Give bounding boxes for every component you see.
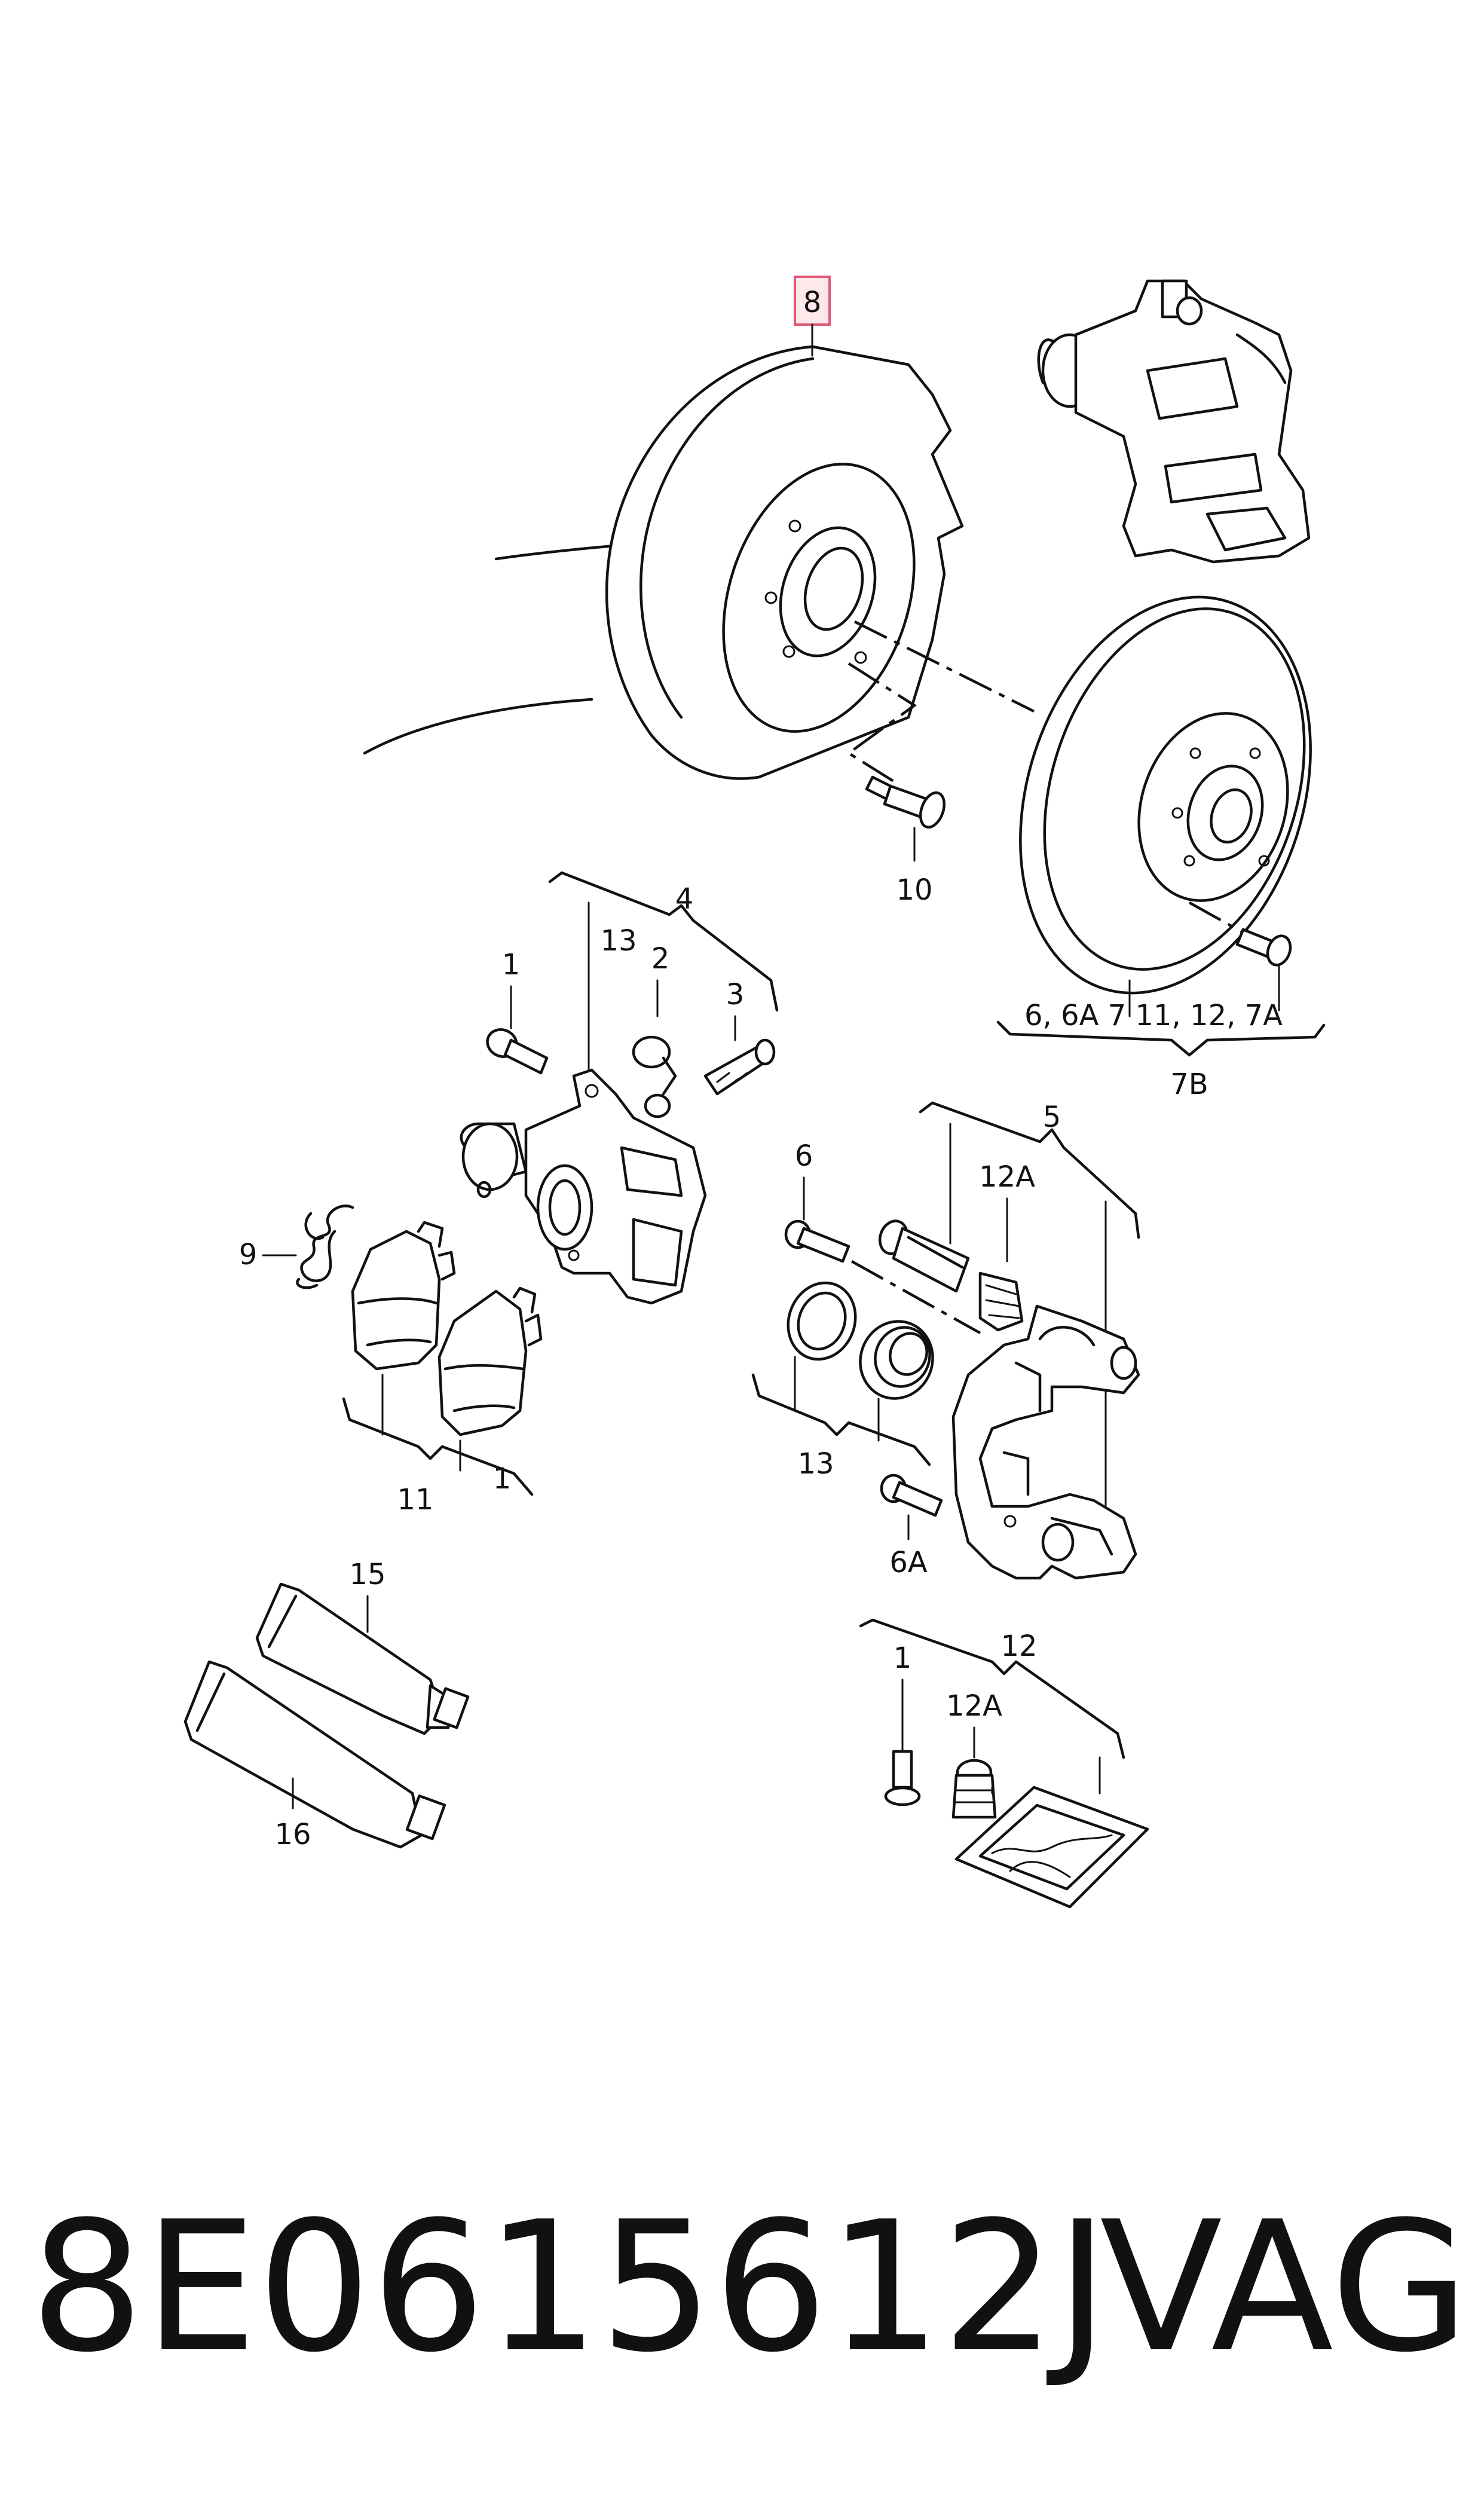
part-brake-pad-a[interactable]: [351, 1221, 456, 1371]
axis-line-bolt10: [846, 662, 917, 784]
label-1-kit: 1: [894, 1641, 912, 1675]
axis-line-hub: [853, 620, 1035, 713]
label-1-bolt: 1: [502, 948, 521, 982]
label-8: 8: [803, 286, 822, 319]
part-caliper-body[interactable]: [460, 1068, 707, 1305]
bracket-seals: [751, 1373, 931, 1466]
part-brake-pad-b[interactable]: [437, 1286, 543, 1436]
part-guide-bolt-long[interactable]: [876, 1217, 970, 1293]
part-grease-sachet[interactable]: [954, 1786, 1149, 1909]
label-1-pads: 1: [493, 1462, 512, 1496]
label-6a: 6A: [889, 1546, 928, 1579]
label-8-callout[interactable]: 8: [794, 276, 831, 357]
label-11: 11: [397, 1483, 433, 1517]
part-bleed-screw-3[interactable]: [703, 1038, 776, 1096]
label-9: 9: [239, 1238, 258, 1271]
part-seal-ring[interactable]: [778, 1273, 866, 1369]
part-dust-boot[interactable]: [849, 1311, 943, 1408]
part-caliper-carrier[interactable]: [951, 1304, 1140, 1580]
label-15: 15: [349, 1558, 385, 1591]
part-disc-screw[interactable]: [1188, 901, 1294, 1011]
label-3: 3: [726, 978, 745, 1011]
part-bolt-6a[interactable]: [880, 1473, 943, 1540]
part-kit-sleeve[interactable]: [951, 1759, 997, 1819]
part-backing-plate[interactable]: [363, 345, 964, 780]
label-4: 4: [675, 882, 694, 916]
label-16: 16: [274, 1818, 311, 1851]
part-caliper-assembled[interactable]: [1037, 279, 1311, 564]
part-spring-clip-9[interactable]: [296, 1204, 354, 1289]
part-bolt-1[interactable]: [483, 1025, 549, 1075]
part-guide-bolt-6[interactable]: [784, 1219, 850, 1263]
label-6: 6: [795, 1139, 813, 1173]
label-13-seals: 13: [797, 1447, 834, 1481]
label-12: 12: [1000, 1630, 1037, 1663]
part-guide-sleeve-12a[interactable]: [978, 1271, 1024, 1332]
label-10: 10: [896, 873, 932, 907]
part-bleed-cap-2[interactable]: [632, 1035, 677, 1118]
bracket-pads: [342, 1397, 534, 1496]
label-disc-group: 6, 6A 7 11, 12, 7A: [1024, 999, 1283, 1032]
label-12a-top: 12A: [979, 1160, 1035, 1194]
label-5: 5: [1043, 1100, 1061, 1134]
bracket-group-5: [919, 1101, 1140, 1239]
part-brake-disc[interactable]: [972, 560, 1359, 1031]
bracket-disc-group: [996, 1020, 1326, 1057]
part-number-text: 8E0615612J: [30, 2183, 1109, 2392]
part-kit-bolt[interactable]: [884, 1750, 921, 1806]
axis-line-carrier: [850, 1260, 981, 1334]
bracket-group-4: [548, 871, 779, 1012]
brand-text: VAG: [1100, 2183, 1469, 2392]
label-12a-kit: 12A: [946, 1689, 1002, 1723]
label-7b: 7B: [1170, 1068, 1208, 1101]
bracket-group-12: [859, 1618, 1125, 1759]
part-grease-tube-15[interactable]: [255, 1582, 470, 1735]
label-13-top: 13: [600, 924, 637, 958]
label-2: 2: [651, 942, 670, 976]
part-grease-tube-16[interactable]: [183, 1660, 446, 1849]
part-bolt-10[interactable]: [865, 775, 948, 862]
